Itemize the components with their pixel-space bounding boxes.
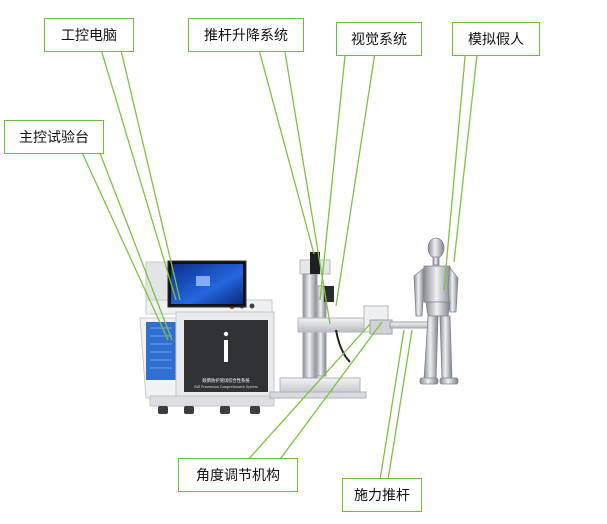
label-push-rod: 施力推杆 [342, 478, 422, 512]
cabinet-title-en: Fall Prevention Comprehensive System [194, 385, 258, 389]
cabinet-blue-panel [146, 322, 176, 380]
label-lift-system: 推杆升降系统 [188, 18, 304, 52]
dummy-figure [414, 238, 458, 384]
computer-monitor [168, 261, 246, 307]
push-rod-assembly [370, 320, 432, 334]
label-angle-adjustment: 角度调节机构 [178, 458, 298, 492]
label-dummy: 模拟假人 [452, 22, 540, 56]
label-main-console: 主控试验台 [4, 120, 104, 154]
cabinet-title-cn: 跌倒防护测试综合性系统 [202, 377, 250, 384]
label-vision-system: 视觉系统 [336, 22, 422, 56]
label-computer: 工控电脑 [44, 18, 134, 52]
leader-lines [80, 46, 478, 480]
